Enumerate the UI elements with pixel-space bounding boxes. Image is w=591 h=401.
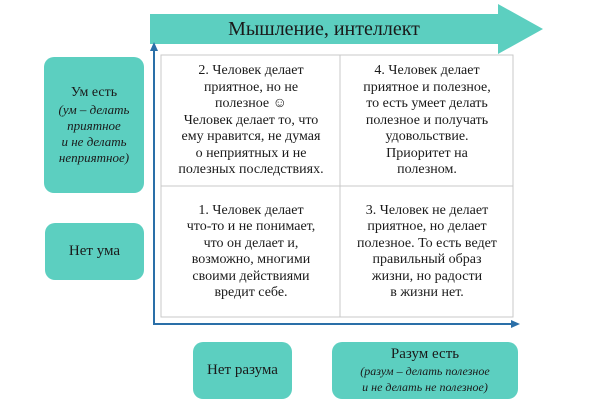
quadrant-4-line: Приоритет на [386, 145, 468, 161]
thinking-arrow-shape [150, 4, 543, 54]
quadrant-4: 4. Человек делает приятное и полезное, т… [341, 58, 513, 184]
quadrant-2-line: ему нравится, не думая [181, 129, 321, 145]
quadrant-1-line: что-то и не понимает, [186, 219, 316, 234]
quadrant-2-line: полезное ☺ [215, 96, 287, 112]
no-mind-title: Нет ума [68, 243, 121, 259]
y-axis-arrowhead [150, 42, 158, 51]
quadrant-3-line: 3. Человек не делает [365, 202, 489, 218]
quadrant-4-line: полезное и получать [365, 112, 489, 128]
mind-exists-title: Ум есть [70, 84, 118, 100]
reason-exists-title: Разум есть [390, 346, 460, 362]
quadrant-2-line: 2. Человек делает [198, 63, 304, 79]
quadrant-4-line: то есть умеет делать [366, 96, 488, 112]
quadrant-4-line: удовольствие. [385, 129, 469, 145]
quadrant-1-line: возможно, многими [191, 252, 311, 267]
mind-exists-line: приятное [67, 117, 121, 133]
reason-exists-line: (разум – делать полезное [360, 364, 490, 378]
quadrant-4-line: полезном. [397, 162, 457, 178]
mind-exists-box: Ум есть (ум – делать приятное и не делат… [44, 57, 144, 193]
x-axis-arrowhead [511, 320, 520, 328]
quadrant-3-line: жизни, но радости [371, 268, 483, 284]
quadrant-1-line: вредит себе. [214, 285, 288, 300]
quadrant-2-line: о неприятных и не [195, 145, 307, 161]
quadrant-4-line: приятное и полезное, [363, 79, 491, 95]
quadrant-1-line: своими действиями [192, 268, 310, 284]
quadrant-2-line: Человек делает то, что [183, 112, 319, 128]
quadrant-3-line: полезное. То есть ведет [357, 235, 497, 251]
no-reason-title: Нет разума [207, 362, 278, 378]
quadrant-4-line: 4. Человек делает [374, 63, 480, 79]
quadrant-3: 3. Человек не делает приятное, но делает… [341, 188, 513, 316]
quadrant-3-line: приятное, но делает [367, 219, 487, 234]
mind-exists-line: (ум – делать [58, 101, 130, 117]
mind-exists-line: и не делать [61, 133, 127, 149]
quadrant-3-line: в жизни нет. [390, 285, 464, 300]
quadrant-2-line: приятное, но не [203, 79, 299, 95]
quadrant-2-line: полезных последствиях. [178, 162, 324, 178]
thinking-arrow-label: Мышление, интеллект [228, 17, 420, 40]
reason-exists-box: Разум есть (разум – делать полезное и не… [332, 342, 518, 399]
quadrant-3-line: правильный образ [372, 252, 482, 267]
no-mind-box: Нет ума [45, 223, 144, 280]
reason-exists-line: и не делать не полезное) [362, 380, 488, 394]
quadrant-1: 1. Человек делает что-то и не понимает, … [162, 188, 340, 316]
thinking-arrow-polygon [150, 4, 543, 54]
quadrant-1-line: 1. Человек делает [198, 202, 304, 218]
quadrant-2: 2. Человек делает приятное, но не полезн… [162, 58, 340, 184]
no-reason-box: Нет разума [193, 342, 292, 399]
mind-exists-line: неприятное) [58, 149, 130, 165]
quadrant-1-line: что он делает и, [203, 235, 299, 251]
